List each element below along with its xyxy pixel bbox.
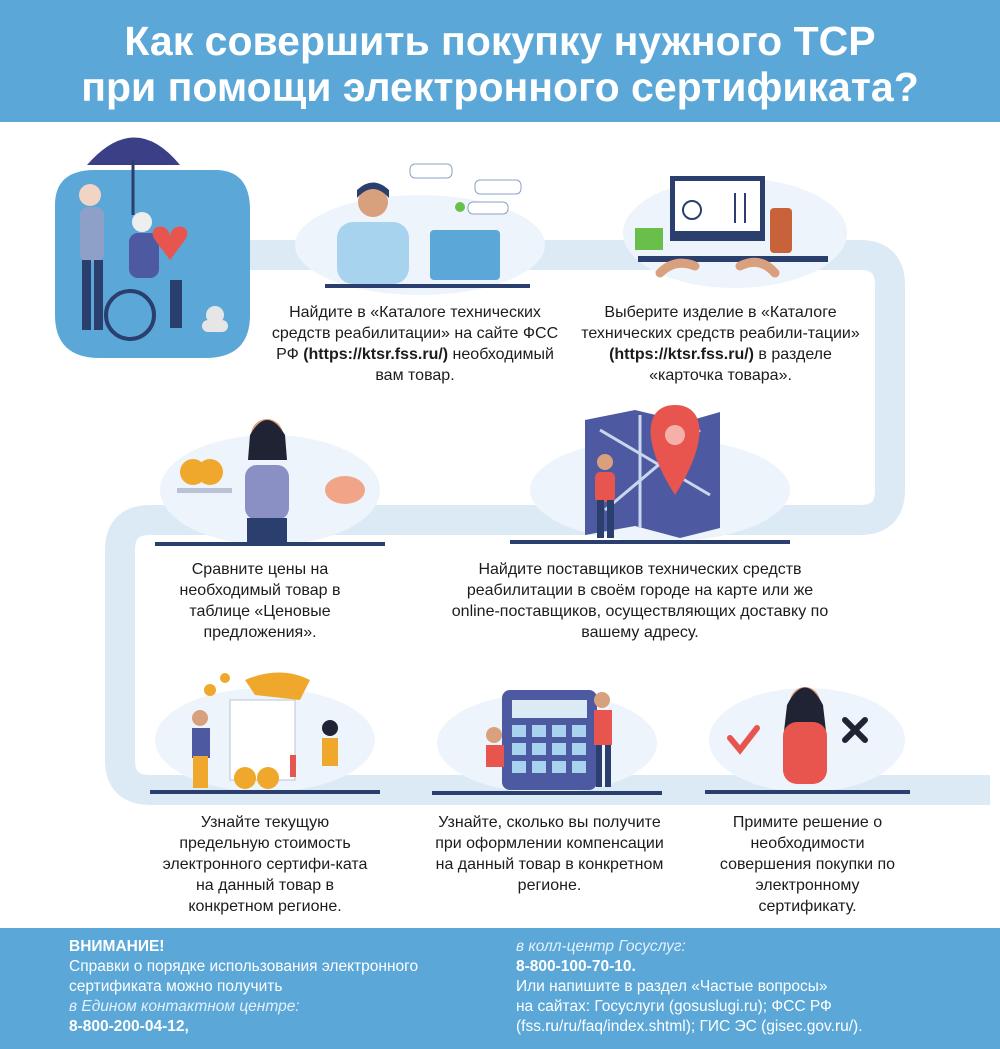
document-icon bbox=[229, 699, 296, 781]
umbrella-icon bbox=[87, 137, 180, 165]
title-line-2: при помощи электронного сертификата? bbox=[81, 64, 919, 110]
step7-illustration bbox=[705, 687, 910, 794]
step-7-text: Примите решение о необходимости совершен… bbox=[719, 814, 896, 915]
step-1-link[interactable]: (https://ktsr.fss.ru/) bbox=[303, 346, 449, 363]
contact-center-label: в Едином контактном центре: bbox=[69, 998, 300, 1015]
step5-illustration bbox=[150, 672, 380, 794]
check-mark-icon bbox=[727, 725, 760, 755]
step4-illustration bbox=[510, 405, 790, 544]
step-5-text: Узнайте текущую предельную стоимость эле… bbox=[162, 814, 368, 915]
step2-illustration bbox=[623, 176, 847, 288]
faq-line-2: на сайтах: Госуслуги (gosuslugi.ru); ФСС… bbox=[516, 998, 832, 1015]
elderly-couple-illustration bbox=[55, 137, 250, 358]
step-2-text: Выберите изделие в «Каталоге технических… bbox=[581, 304, 860, 384]
step6-illustration bbox=[432, 690, 662, 795]
step-2-link[interactable]: (https://ktsr.fss.ru/) bbox=[609, 346, 754, 363]
piggy-bank-icon bbox=[325, 476, 365, 504]
heart-icon bbox=[152, 226, 188, 260]
wheelchair-icon bbox=[682, 200, 702, 220]
wheelchair-icon bbox=[104, 289, 156, 341]
cross-mark-icon bbox=[842, 717, 868, 743]
contact-center-phone[interactable]: 8-800-200-04-12, bbox=[69, 1018, 189, 1035]
footer-left: ВНИМАНИЕ! Справки о порядке использовани… bbox=[69, 937, 489, 1037]
info-line-2: сертификата можно получить bbox=[69, 978, 283, 995]
step-1-text: Найдите в «Каталоге технических средств … bbox=[271, 304, 559, 384]
faq-line-3: (fss.ru/ru/faq/index.shtml); ГИС ЭС (gis… bbox=[516, 1018, 863, 1035]
info-line-1: Справки о порядке использования электрон… bbox=[69, 958, 419, 975]
step1-illustration bbox=[295, 163, 545, 295]
faq-line-1: Или напишите в раздел «Частые вопросы» bbox=[516, 978, 828, 995]
footer-right: в колл-центр Госуслуг: 8-800-100-70-10. … bbox=[516, 937, 956, 1037]
gosuslugi-phone[interactable]: 8-800-100-70-10. bbox=[516, 958, 636, 975]
coins-icon bbox=[234, 767, 256, 789]
location-pin-icon bbox=[650, 405, 700, 495]
footer-banner: ВНИМАНИЕ! Справки о порядке использовани… bbox=[0, 928, 1000, 1049]
monitor-icon bbox=[430, 230, 500, 280]
header-banner bbox=[0, 0, 1000, 122]
step-6-text: Узнайте, сколько вы получите при оформле… bbox=[435, 814, 664, 894]
step3-illustration bbox=[155, 419, 385, 546]
step-4-text: Найдите поставщиков технических средств … bbox=[451, 561, 829, 641]
page-title: Как совершить покупку нужного ТСР при по… bbox=[0, 18, 1000, 110]
step-3-text: Сравните цены на необходимый товар в таб… bbox=[179, 561, 341, 641]
attention-label: ВНИМАНИЕ! bbox=[69, 938, 165, 955]
title-line-1: Как совершить покупку нужного ТСР bbox=[124, 18, 876, 64]
gosuslugi-label: в колл-центр Госуслуг: bbox=[516, 938, 686, 955]
